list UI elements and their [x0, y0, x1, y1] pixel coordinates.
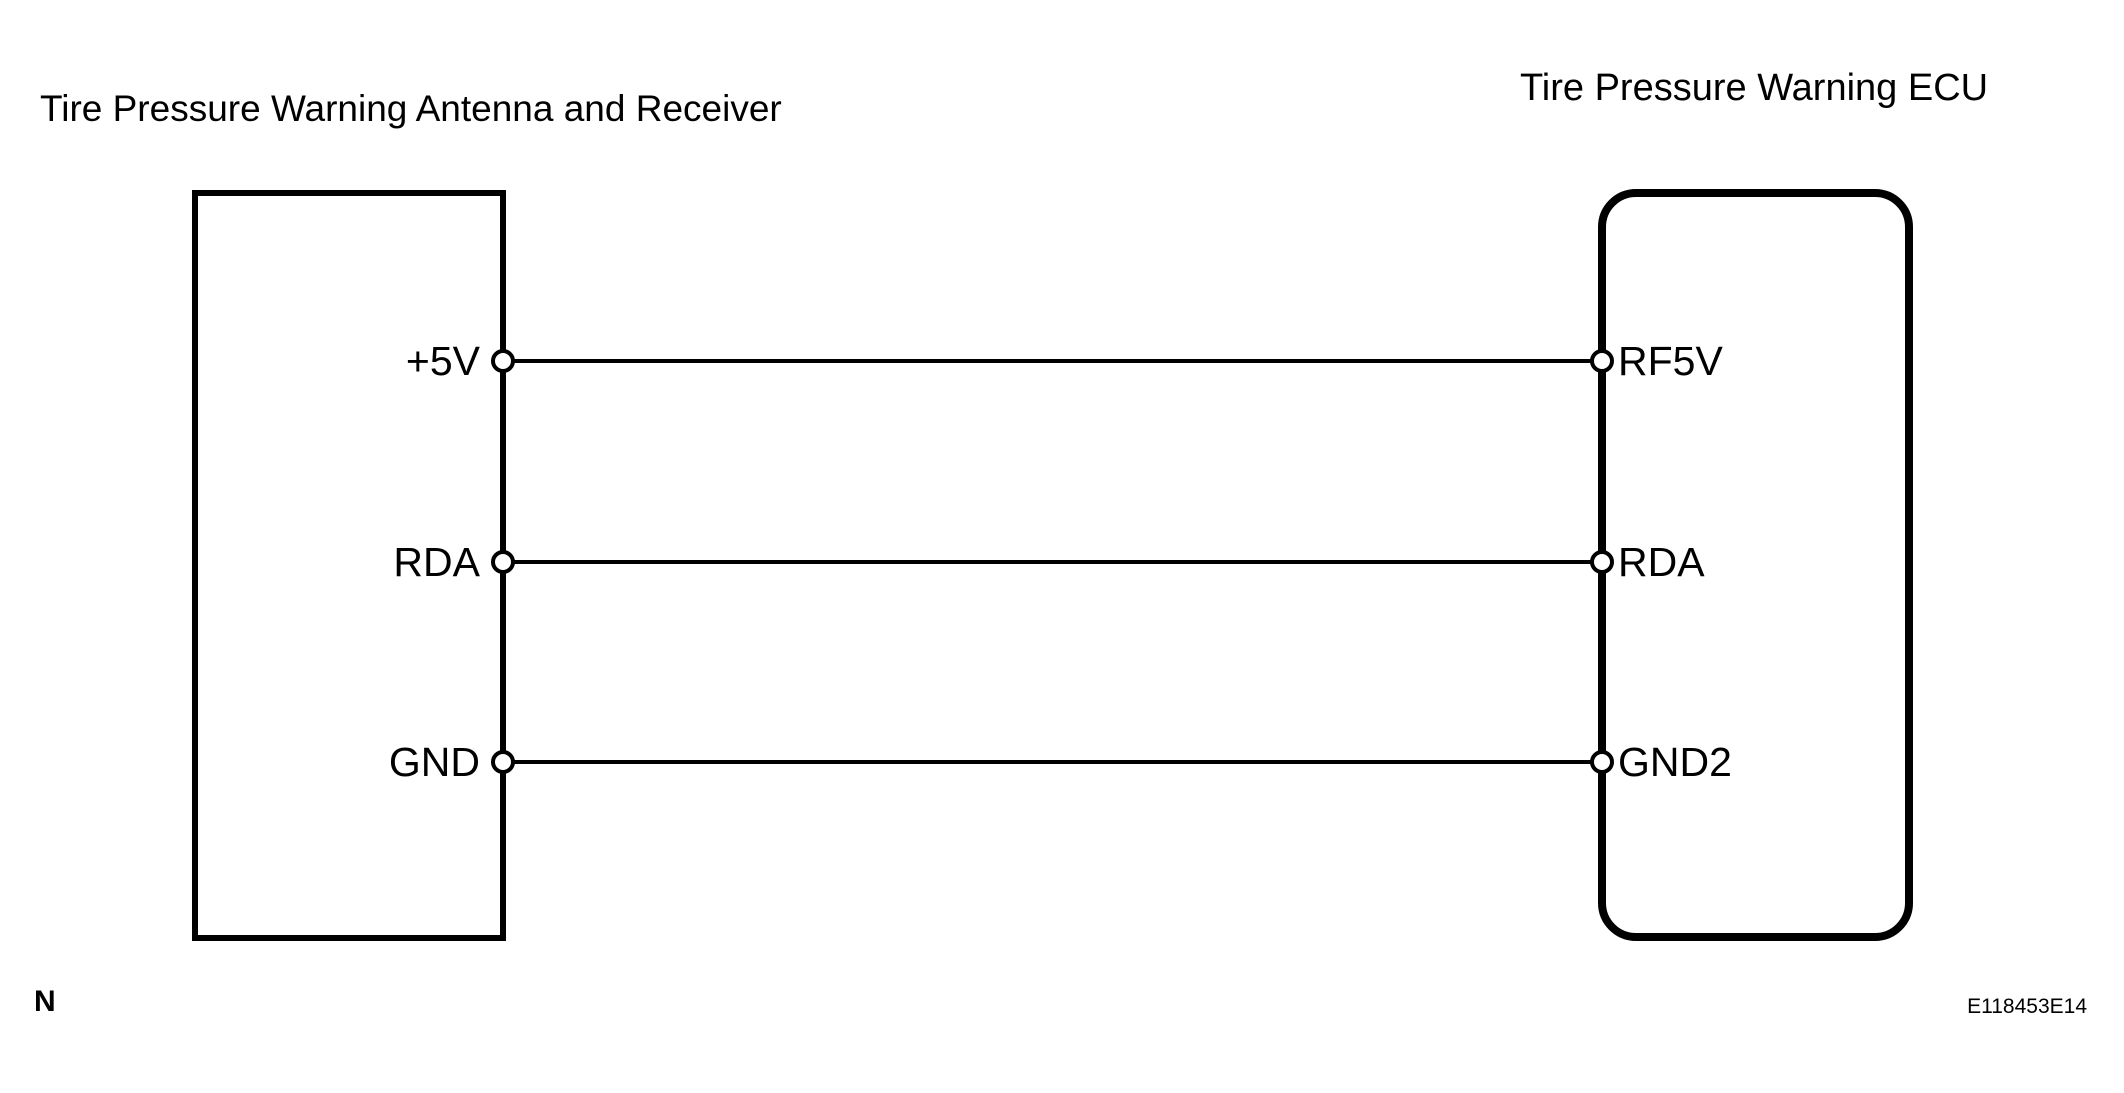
terminal-plus5v-icon: [491, 349, 515, 373]
terminal-gnd2-icon: [1590, 750, 1614, 774]
wire-5v-to-rf5v: [503, 359, 1602, 363]
pin-label-rda-right: RDA: [1618, 539, 1705, 585]
wire-gnd-to-gnd2: [503, 760, 1602, 764]
ecu-title: Tire Pressure Warning ECU: [1520, 67, 1989, 109]
terminal-gnd-icon: [491, 750, 515, 774]
pin-label-gnd: GND: [388, 739, 480, 785]
terminal-rda-left-icon: [491, 550, 515, 574]
wire-rda-to-rda: [503, 560, 1602, 564]
antenna-receiver-title: Tire Pressure Warning Antenna and Receiv…: [40, 88, 782, 129]
pin-label-gnd2: GND2: [1618, 739, 1732, 785]
footer-note-n: N: [34, 985, 56, 1018]
terminal-rda-right-icon: [1590, 550, 1614, 574]
pin-label-rf5v: RF5V: [1618, 338, 1723, 384]
pin-label-rda-left: RDA: [393, 539, 480, 585]
pin-label-plus5v: +5V: [405, 338, 480, 384]
antenna-receiver-box: [192, 190, 506, 941]
terminal-rf5v-icon: [1590, 349, 1614, 373]
figure-id: E118453E14: [1967, 995, 2087, 1018]
